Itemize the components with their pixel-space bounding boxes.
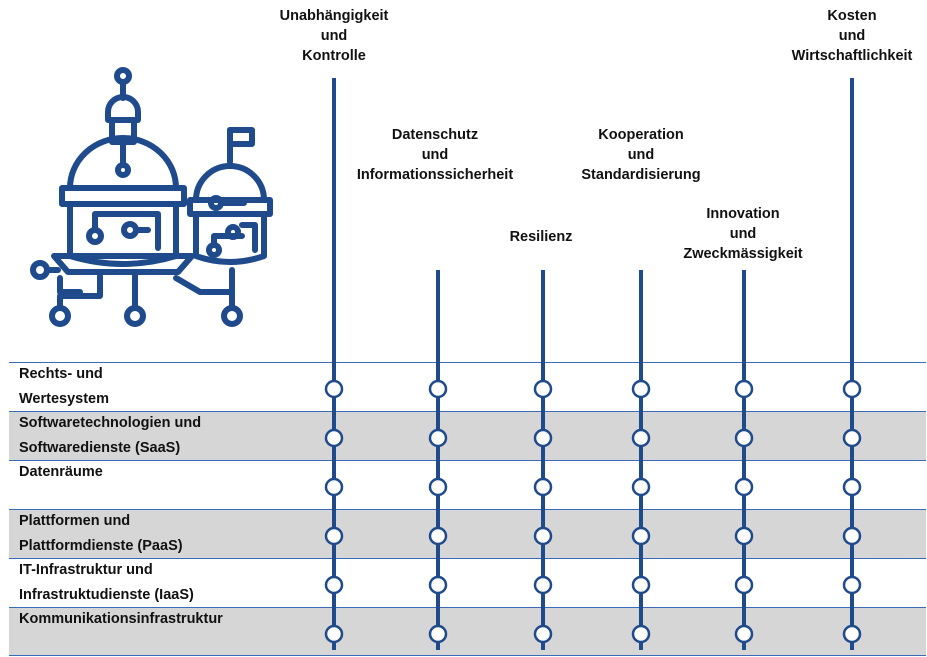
node-resilience-law-values <box>533 379 553 399</box>
node-cooperation-saas <box>631 428 651 448</box>
node-cooperation-paas <box>631 526 651 546</box>
node-data-protection-iaas <box>428 575 448 595</box>
column-label-costs: Kosten und Wirtschaftlichkeit <box>791 8 913 64</box>
node-costs-paas <box>842 526 862 546</box>
node-resilience-communication <box>533 624 553 644</box>
row-band-paas <box>9 509 926 558</box>
node-innovation-saas <box>734 428 754 448</box>
row-label-law-values: Rechts- und Wertesystem <box>19 366 110 407</box>
column-label-data-protection: Datenschutz und Informationssicherheit <box>356 127 514 183</box>
node-innovation-iaas <box>734 575 754 595</box>
row-label-communication: Kommunikationsinfrastruktur <box>19 611 223 627</box>
node-independence-paas <box>324 526 344 546</box>
node-data-protection-paas <box>428 526 448 546</box>
node-cooperation-communication <box>631 624 651 644</box>
node-resilience-data-spaces <box>533 477 553 497</box>
node-cooperation-data-spaces <box>631 477 651 497</box>
node-innovation-communication <box>734 624 754 644</box>
node-innovation-law-values <box>734 379 754 399</box>
row-label-data-spaces: Datenräume <box>19 464 103 480</box>
node-cooperation-iaas <box>631 575 651 595</box>
row-label-paas: Plattformen und Plattformdienste (PaaS) <box>19 513 183 554</box>
node-innovation-paas <box>734 526 754 546</box>
column-label-independence: Unabhängigkeit und Kontrolle <box>279 8 389 64</box>
row-band-law-values <box>9 362 926 411</box>
node-costs-iaas <box>842 575 862 595</box>
node-resilience-iaas <box>533 575 553 595</box>
row-band-iaas <box>9 558 926 607</box>
node-resilience-saas <box>533 428 553 448</box>
row-band-saas <box>9 411 926 460</box>
node-independence-law-values <box>324 379 344 399</box>
column-label-innovation: Innovation und Zweckmässigkeit <box>683 206 803 262</box>
node-innovation-data-spaces <box>734 477 754 497</box>
node-cooperation-law-values <box>631 379 651 399</box>
node-data-protection-data-spaces <box>428 477 448 497</box>
row-label-iaas: IT-Infrastruktur und Infrastruktudienste… <box>19 562 194 603</box>
node-costs-data-spaces <box>842 477 862 497</box>
node-costs-law-values <box>842 379 862 399</box>
node-resilience-paas <box>533 526 553 546</box>
node-costs-communication <box>842 624 862 644</box>
node-independence-iaas <box>324 575 344 595</box>
node-independence-saas <box>324 428 344 448</box>
robot-domes-circuit-icon <box>30 67 273 327</box>
node-data-protection-communication <box>428 624 448 644</box>
node-costs-saas <box>842 428 862 448</box>
row-band-data-spaces <box>9 460 926 509</box>
row-band-communication <box>9 607 926 656</box>
node-independence-data-spaces <box>324 477 344 497</box>
column-label-resilience: Resilienz <box>509 229 573 245</box>
node-data-protection-law-values <box>428 379 448 399</box>
column-label-cooperation: Kooperation und Standardisierung <box>581 127 701 183</box>
node-data-protection-saas <box>428 428 448 448</box>
row-label-saas: Softwaretechnologien und Softwaredienste… <box>19 415 202 456</box>
node-independence-communication <box>324 624 344 644</box>
